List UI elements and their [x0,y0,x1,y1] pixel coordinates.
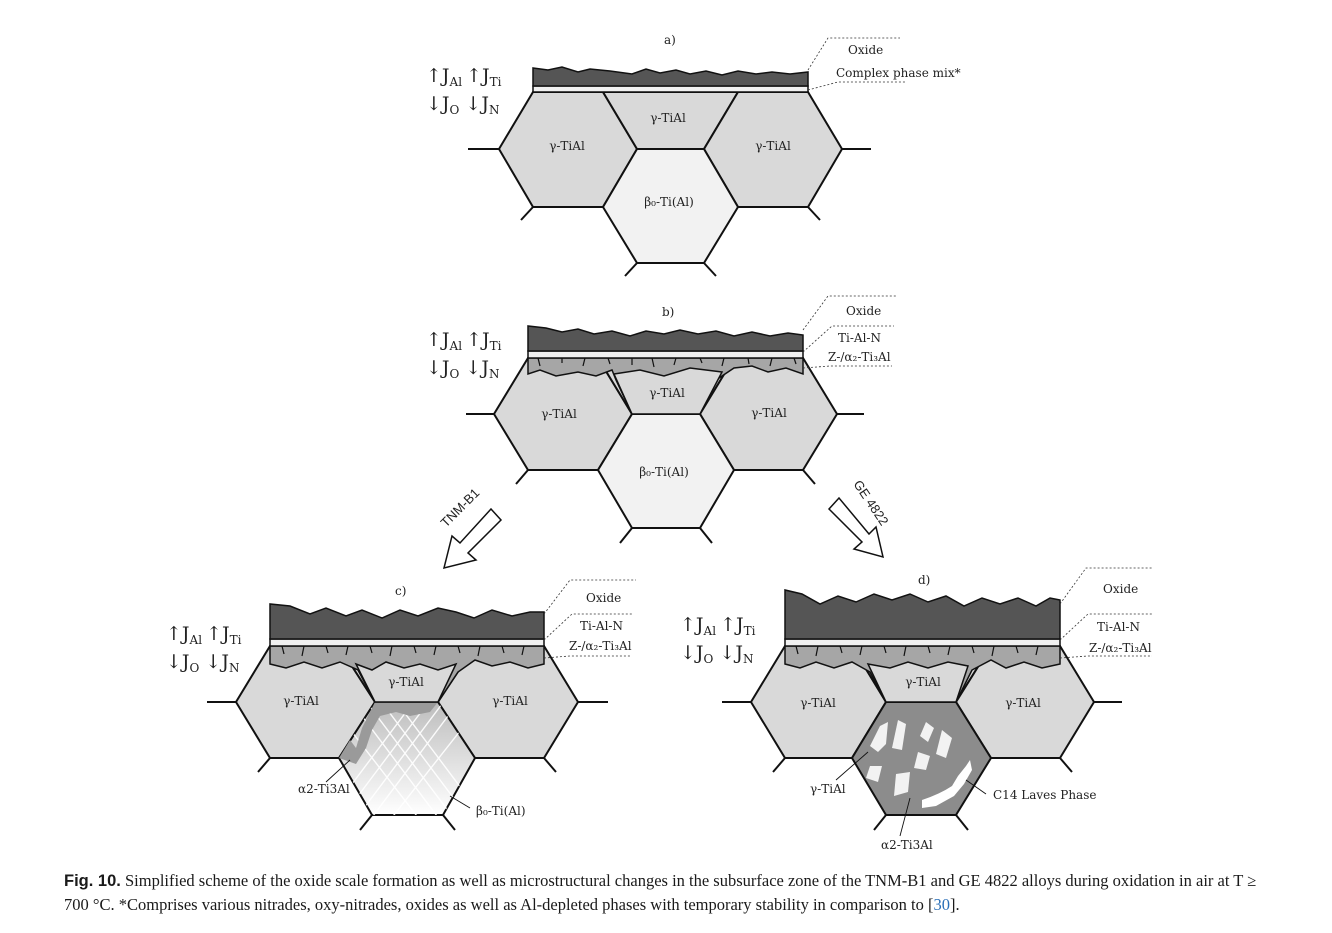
panel-a: a) ↑JAl↑JTi ↓JO↓JN Oxide Complex phase m… [426,33,961,277]
layer-oxide-b [527,325,804,352]
layer-label-d-0: Oxide [1103,582,1138,596]
layer-label-a-0: Oxide [848,43,883,57]
grain-label-c-top: γ-TiAl [388,675,424,689]
panel-a-label: a) [664,33,676,47]
alpha2-rim-c [339,702,438,764]
flux-indicator-d: ↑JAl↑JTi ↓JO↓JN [680,614,756,666]
grain-boundary-stubs-c [207,701,608,831]
flux-indicator-a: ↑JAl↑JTi ↓JO↓JN [426,65,502,117]
annotation-d-alpha2: α2-Ti3Al [881,838,933,852]
layer-label-c-1: Ti-Al-N [580,619,623,633]
layer-label-b-0: Oxide [846,304,881,318]
flux-o-n: ↓JO↓JN [680,642,753,666]
layer-label-b-2: Z-/α₂-Ti₃Al [828,350,891,364]
layer-oxide-c [269,603,545,640]
annotation-d-gamma: γ-TiAl [810,782,846,796]
flux-al-ti: ↑JAl↑JTi [426,329,502,353]
grain-boundary-stubs-d [722,701,1122,831]
legend-leaders-d [1059,567,1152,659]
gamma-island-d [866,661,969,703]
layer-oxide-d [784,589,1061,640]
layer-tialn-c [269,638,545,647]
gamma-precipitates-d [866,720,952,796]
grain-label-c-left: γ-TiAl [283,694,319,708]
flux-al-ti: ↑JAl↑JTi [680,614,756,638]
layer-label-b-1: Ti-Al-N [838,331,881,345]
grain-boundary-stubs-b [466,413,864,544]
layer-label-c-2: Z-/α₂-Ti₃Al [569,639,632,653]
nitride-needles-c [281,645,525,657]
panel-b: b) ↑JAl↑JTi ↓JO↓JN [426,295,896,544]
flux-al-ti: ↑JAl↑JTi [426,65,502,89]
grain-label-d-left: γ-TiAl [800,696,836,710]
grain-label-b-top: γ-TiAl [649,386,685,400]
annotation-c-beta: β₀-Ti(Al) [476,804,526,818]
reference-link[interactable]: 30 [933,895,950,914]
grain-label-a-top: γ-TiAl [650,111,686,125]
panel-d: d) ↑JAl↑JTi ↓JO↓JN [680,567,1152,852]
grain-label-a-left: γ-TiAl [549,139,585,153]
grain-boundary-stubs-a [468,148,871,277]
panel-c: c) ↑JAl↑JTi ↓JO↓JN [166,579,636,831]
oxidation-scheme-diagram: a) ↑JAl↑JTi ↓JO↓JN Oxide Complex phase m… [166,33,1152,852]
arrow-tnm: TNM-B1 [438,485,503,570]
annotation-c-alpha2: α2-Ti3Al [298,782,350,796]
figure-caption: Fig. 10. Simplified scheme of the oxide … [64,869,1269,916]
figure-number: Fig. 10. [64,872,121,890]
grain-label-b-left: γ-TiAl [541,407,577,421]
flux-indicator-c: ↑JAl↑JTi ↓JO↓JN [166,623,242,675]
layer-oxide-a [532,66,809,87]
layer-label-d-1: Ti-Al-N [1097,620,1140,634]
gamma-island-b [612,367,724,415]
layer-label-a-1: Complex phase mix* [836,66,961,80]
layer-complex-a [532,85,809,93]
flux-o-n: ↓JO↓JN [426,93,499,117]
flux-indicator-b: ↑JAl↑JTi ↓JO↓JN [426,329,502,381]
caption-text: Simplified scheme of the oxide scale for… [64,871,1257,914]
grain-label-b-bottom: β₀-Ti(Al) [639,465,689,479]
grain-label-d-right: γ-TiAl [1005,696,1041,710]
arrow-ge: GE 4822 [827,477,892,559]
annotation-d-laves: C14 Laves Phase [993,788,1096,802]
panel-b-label: b) [662,305,674,319]
flux-al-ti: ↑JAl↑JTi [166,623,242,647]
nitride-needles-b [537,357,797,368]
legend-leaders-c [543,579,636,659]
laves-phase-d [922,760,972,808]
grain-label-a-bottom: β₀-Ti(Al) [644,195,694,209]
panel-d-label: d) [918,573,930,587]
legend-leaders-b [802,295,896,369]
grain-label-d-top: γ-TiAl [905,675,941,689]
layer-tialn-d [784,638,1061,647]
arrow-tnm-label: TNM-B1 [438,485,483,530]
layer-label-c-0: Oxide [586,591,621,605]
legend-leaders-a [807,37,906,91]
nitride-needles-d [795,645,1039,657]
grain-label-b-right: γ-TiAl [751,406,787,420]
layer-tialn-b [527,350,804,359]
caption-end: ]. [949,895,960,914]
panel-c-label: c) [395,584,406,598]
layer-label-d-2: Z-/α₂-Ti₃Al [1089,641,1152,655]
flux-o-n: ↓JO↓JN [166,651,239,675]
grain-label-a-right: γ-TiAl [755,139,791,153]
flux-o-n: ↓JO↓JN [426,357,499,381]
grain-label-c-right: γ-TiAl [492,694,528,708]
gamma-island-c [354,661,458,703]
